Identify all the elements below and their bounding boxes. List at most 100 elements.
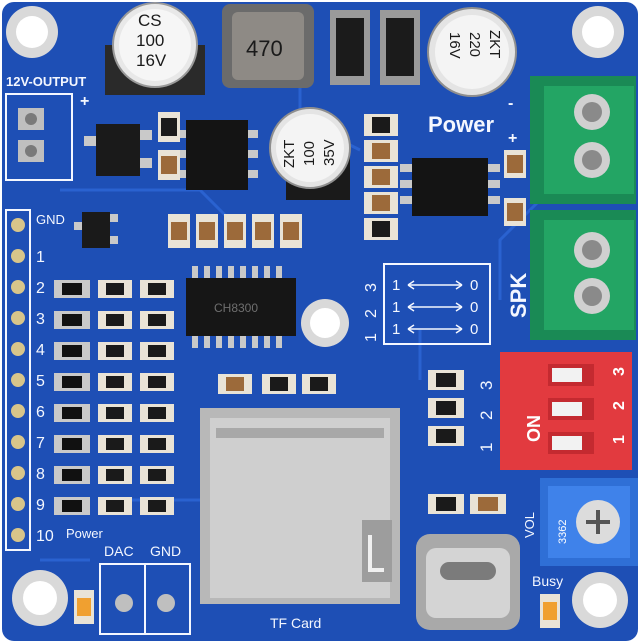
resistor-body — [62, 283, 82, 295]
diodes — [330, 10, 420, 85]
resistor-body — [62, 407, 82, 419]
pin-number-2: 2 — [36, 280, 45, 297]
mode-row-3-b: 0 — [470, 321, 478, 338]
resistor-body — [62, 500, 82, 512]
power-terminal — [530, 76, 636, 204]
pin-number-6: 6 — [36, 404, 45, 421]
tf-card-slot[interactable] — [200, 408, 400, 604]
resistor-body — [148, 500, 166, 512]
resistor-body — [148, 345, 166, 357]
resistor-body — [148, 438, 166, 450]
svg-text:16V: 16V — [136, 51, 167, 70]
gnd-label: GND — [36, 212, 65, 227]
mode-row-3-a: 1 — [392, 321, 400, 338]
resistor-body — [106, 345, 124, 357]
svg-text:16V: 16V — [446, 32, 463, 59]
svg-text:220: 220 — [466, 32, 483, 57]
resistor-body — [106, 500, 124, 512]
resistor-body — [106, 438, 124, 450]
pin-number-4: 4 — [36, 342, 45, 359]
gnd-bottom-label: GND — [150, 543, 181, 559]
mounting-holes — [6, 6, 628, 628]
speaker-terminal — [530, 210, 636, 340]
smd-column-right — [158, 112, 526, 240]
mode-header-2: 2 — [363, 309, 380, 318]
resistor-array — [54, 280, 174, 515]
output-terminal — [5, 93, 73, 181]
pin-number-5: 5 — [36, 373, 45, 390]
resistor-body — [62, 469, 82, 481]
power-minus-right: - — [508, 95, 513, 112]
resistor-body — [62, 376, 82, 388]
dip-num-3: 3 — [611, 367, 628, 376]
capacitor-zkt-220-16v: ZKT 220 16V — [427, 7, 517, 97]
pin-number-7: 7 — [36, 435, 45, 452]
smd-column-dip — [218, 370, 506, 514]
mode-header-1: 1 — [363, 333, 380, 342]
power-label: Power — [428, 112, 494, 137]
dip-num-1: 1 — [611, 435, 628, 444]
resistor-body — [148, 283, 166, 295]
pin-header — [5, 209, 31, 551]
mode-row-2-b: 0 — [470, 299, 478, 316]
small-transistor — [74, 212, 118, 248]
mode-header-3: 3 — [363, 283, 380, 292]
capacitor-zkt-100-35v: ZKT 100 35V — [269, 107, 351, 200]
power-plus-right: + — [508, 130, 517, 147]
dac-terminal — [99, 563, 191, 635]
svg-text:ZKT: ZKT — [486, 30, 503, 58]
svg-text:100: 100 — [136, 31, 164, 50]
usb-c-port[interactable] — [416, 534, 520, 630]
power-led — [74, 590, 94, 624]
svg-text:470: 470 — [246, 36, 283, 61]
svg-text:35V: 35V — [321, 139, 338, 166]
pin-number-1: 1 — [36, 249, 45, 266]
regulator — [84, 124, 152, 176]
mode-row-1-a: 1 — [392, 277, 400, 294]
pin-numbers: 1 2 3 4 5 6 7 8 9 10 — [36, 249, 54, 545]
output-label: 12V-OUTPUT — [6, 74, 86, 89]
resistor-body — [148, 314, 166, 326]
resistor-body — [62, 314, 82, 326]
resistor-body — [62, 438, 82, 450]
dip-num-2: 2 — [611, 401, 628, 410]
spk-label: SPK — [506, 273, 531, 318]
pin-number-10: 10 — [36, 528, 54, 545]
amp-ic — [400, 158, 500, 216]
dip-switch[interactable]: ON 1 2 3 — [500, 352, 632, 470]
busy-led — [540, 594, 560, 628]
svg-text:ZKT: ZKT — [281, 140, 298, 168]
mode-row-1-b: 0 — [470, 277, 478, 294]
ic-label: CH8300 — [214, 301, 258, 315]
inductor-470: 470 — [222, 4, 314, 88]
resistor-body — [62, 345, 82, 357]
dac-label: DAC — [104, 543, 134, 559]
mode-row-2-a: 1 — [392, 299, 400, 316]
resistor-body — [106, 407, 124, 419]
volume-potentiometer[interactable]: 3362 — [540, 478, 638, 566]
svg-text:100: 100 — [301, 141, 318, 166]
dip-on-label: ON — [524, 415, 544, 442]
main-ic: CH8300 — [186, 266, 296, 348]
output-plus: + — [80, 93, 89, 110]
pin-number-3: 3 — [36, 311, 45, 328]
pin-number-8: 8 — [36, 466, 45, 483]
smd-row-top — [168, 214, 302, 248]
power-led-label: Power — [66, 526, 104, 541]
pot-label: 3362 — [557, 520, 569, 544]
svg-text:CS: CS — [138, 11, 162, 30]
svg-text:3: 3 — [477, 381, 496, 390]
ic-top — [176, 120, 258, 190]
pin-number-9: 9 — [36, 497, 45, 514]
svg-text:1: 1 — [477, 443, 496, 452]
mode-table: 3 2 1 1 0 1 0 1 0 — [363, 263, 491, 345]
resistor-body — [148, 407, 166, 419]
dip-side-numbers: 3 2 1 — [477, 381, 496, 452]
resistor-body — [106, 314, 124, 326]
svg-text:2: 2 — [477, 411, 496, 420]
capacitor-cs-100-16v: CS 100 16V — [105, 2, 205, 95]
resistor-body — [106, 376, 124, 388]
resistor-body — [148, 376, 166, 388]
busy-label: Busy — [532, 573, 563, 589]
